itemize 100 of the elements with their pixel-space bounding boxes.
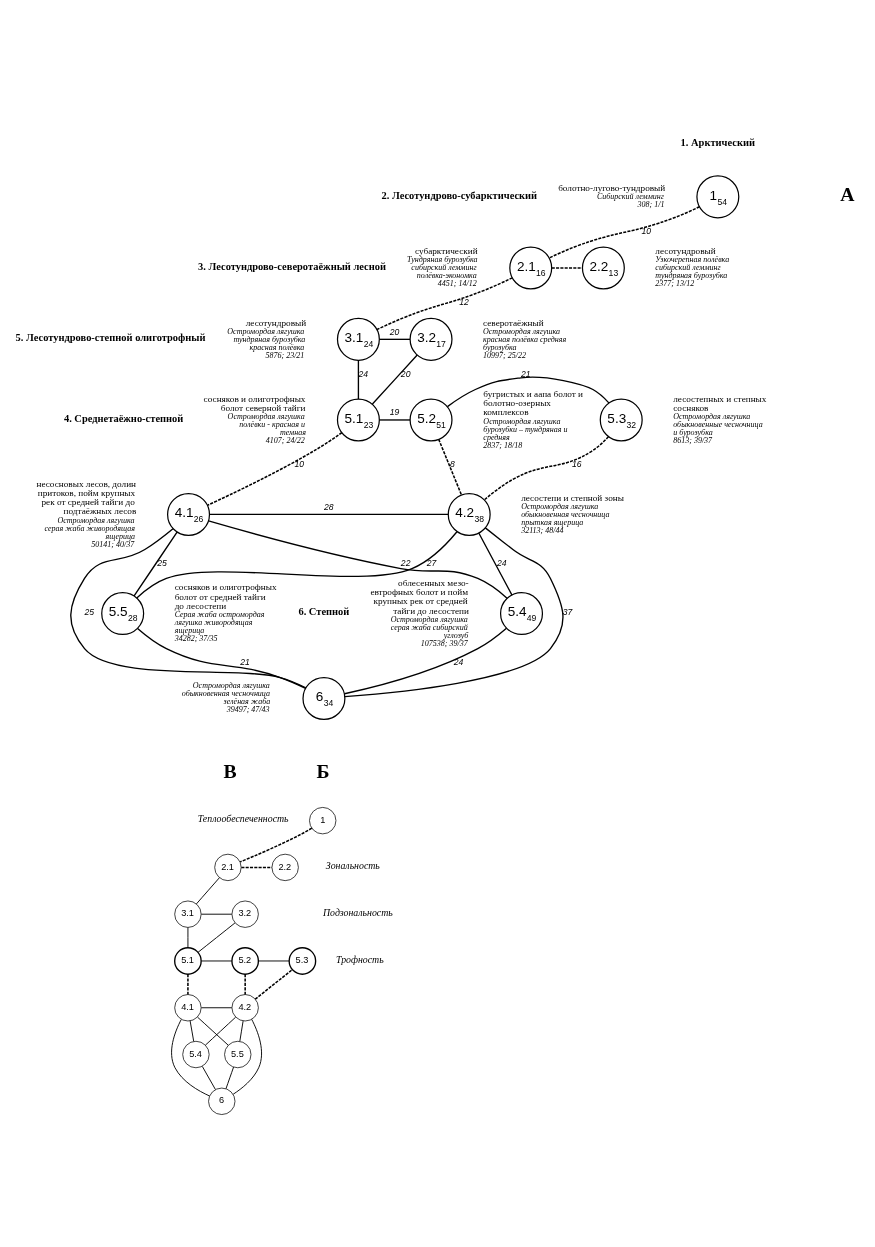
connector <box>239 826 313 863</box>
node-circle: 1 <box>309 806 337 834</box>
edge-label: 20 <box>389 326 400 337</box>
connector <box>187 926 189 948</box>
edge-label: 10 <box>294 458 304 469</box>
node-circle: 2.1$_{16}$ <box>509 245 553 289</box>
label: В <box>223 759 237 782</box>
connector <box>438 438 463 496</box>
node-circle: 5.3 <box>288 946 317 975</box>
node-circle: 1$_{54}$ <box>696 174 740 218</box>
edge-label: 21 <box>240 656 250 667</box>
connector <box>343 627 508 694</box>
connector <box>244 973 246 995</box>
edge-label: 16 <box>571 458 582 469</box>
node-circle: 2.2 <box>271 853 299 881</box>
connector <box>239 1020 244 1042</box>
connector <box>483 435 610 501</box>
connector <box>378 338 411 340</box>
node-circle: 5.4$_{49}$ <box>499 591 544 635</box>
connector <box>204 1016 237 1046</box>
label: Подзональность <box>323 906 393 918</box>
edge-label: 21 <box>520 368 531 379</box>
node-label: бугристых и аапа болот и болотно-озерных комплексов <box>483 388 584 417</box>
connector <box>378 418 411 421</box>
edge-label: 24 <box>496 557 507 568</box>
connector <box>478 532 513 595</box>
connector <box>446 376 610 407</box>
node-circle: 4.2$_{38}$ <box>447 492 491 536</box>
node-label: лесостепных и степных сосняков <box>673 393 767 413</box>
connector <box>550 266 584 269</box>
node-circle: 4.1 <box>174 993 202 1021</box>
label: Теплообеспеченность <box>197 812 289 824</box>
edge-label: 20 <box>400 368 411 379</box>
label: 6. Степной <box>298 605 350 617</box>
edge-label: 25 <box>157 557 167 568</box>
node-circle: 5.5 <box>224 1040 252 1068</box>
node-label: несосновых лесов, долин притоков, пойм крупных рек от средней тайги до подтаёжных лесов <box>36 478 137 516</box>
node-label: северотаёжный <box>483 316 544 327</box>
node-label: сосняков и олиготрофных болот северной тайги <box>203 393 306 413</box>
node-circle: 5.5$_{28}$ <box>101 591 145 635</box>
label: 2. Лесотундрово-субарктический <box>381 189 538 201</box>
connector <box>136 530 458 599</box>
node-label: субарктический <box>415 245 478 256</box>
connector <box>195 876 220 904</box>
node-label: лесостепи и степной зоны <box>521 492 624 503</box>
connector <box>136 627 307 689</box>
connector <box>70 527 307 688</box>
connector <box>200 913 233 915</box>
connector <box>197 1016 229 1046</box>
label: 4. Среднетаёжно-степной <box>63 412 184 424</box>
connector <box>344 526 564 697</box>
node-circle: 5.2$_{51}$ <box>409 397 453 441</box>
label: Трофность <box>335 953 384 965</box>
edge-label: 37 <box>562 606 573 617</box>
node-circle: 3.1 <box>174 900 202 928</box>
connector <box>133 530 178 597</box>
node-circle: 3.2$_{17}$ <box>409 317 453 361</box>
label: 5. Лесотундрово-степной олиготрофный <box>15 331 206 343</box>
node-circle: 3.2 <box>231 900 259 928</box>
node-label: сосняков и олиготрофных болот от средней тайги до лесостепи <box>174 581 277 611</box>
connector <box>201 1065 216 1090</box>
edge-label: 22 <box>400 557 411 568</box>
connector <box>232 1018 262 1095</box>
connector <box>207 519 508 599</box>
node-circle: 6$_{34}$ <box>302 676 346 720</box>
connector <box>200 1006 233 1008</box>
node-circle: 3.1$_{24}$ <box>336 317 380 361</box>
node-circle: 5.2 <box>231 946 260 975</box>
node-circle: 5.1 <box>174 946 202 975</box>
connector <box>240 866 273 868</box>
connector <box>225 1066 235 1089</box>
node-circle: 6 <box>208 1087 236 1115</box>
connector <box>254 968 293 1000</box>
node-circle: 2.1 <box>214 853 242 881</box>
connector <box>187 973 189 995</box>
edge-label: 24 <box>453 656 464 667</box>
node-circle: 4.2 <box>231 993 259 1021</box>
connector <box>357 359 360 400</box>
node-label: болотно-лугово-тундровый <box>558 182 666 193</box>
node-circle: 5.4 <box>182 1040 210 1068</box>
edge-label: 27 <box>426 557 437 568</box>
label: Зональность <box>325 859 380 871</box>
connector <box>371 353 418 405</box>
edge-label: 24 <box>358 368 368 379</box>
node-circle: 5.3$_{32}$ <box>599 397 643 441</box>
label: Б <box>316 759 330 782</box>
node-circle: 5.1$_{23}$ <box>336 397 380 441</box>
label: 1. Арктический <box>680 136 755 148</box>
edge-label: 8 <box>450 458 455 469</box>
label: 3. Лесотундрово-северотаёжный лесной <box>198 260 387 272</box>
connector <box>189 1019 195 1042</box>
connector <box>258 960 290 961</box>
connector <box>200 960 233 961</box>
connector <box>208 513 449 515</box>
node-label: лесотундровый <box>245 316 307 327</box>
connector <box>376 276 513 330</box>
edge-label: 10 <box>641 225 652 236</box>
connector <box>206 431 343 506</box>
connector <box>548 205 701 259</box>
node-circle: 4.1$_{26}$ <box>167 492 211 536</box>
